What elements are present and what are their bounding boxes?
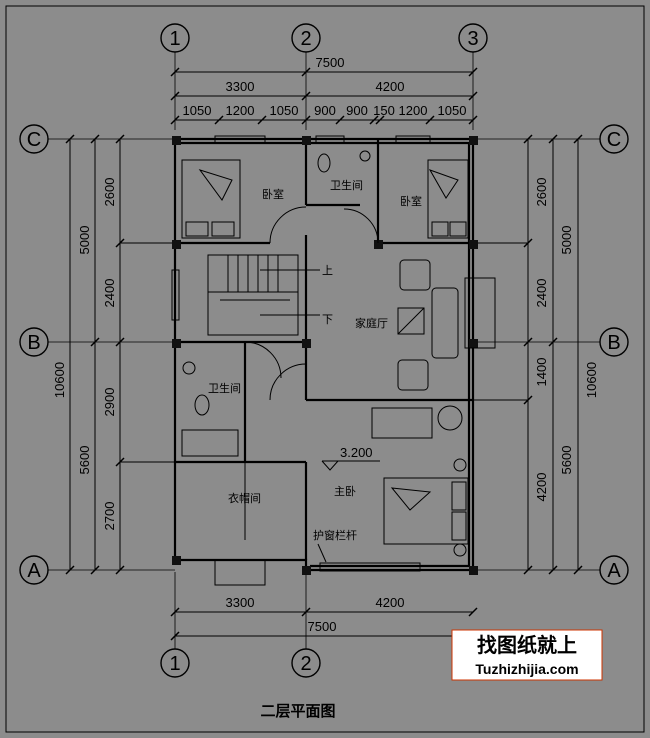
dim-top-900a: 900 xyxy=(314,103,336,118)
dim-top-3300: 3300 xyxy=(226,79,255,94)
railing-leader xyxy=(317,543,327,563)
dim-left-total: 10600 xyxy=(52,362,67,398)
watermark-site: Tuzhizhijia.com xyxy=(475,661,578,677)
stair-down-label: 下 xyxy=(322,313,333,326)
dim-right-2600: 2600 xyxy=(534,178,549,207)
dim-top-1200a: 1200 xyxy=(226,103,255,118)
axis-2-top: 2 xyxy=(300,28,311,50)
stair xyxy=(207,254,320,336)
axis-b-left: B xyxy=(27,332,40,354)
right-dimensions xyxy=(473,134,583,575)
elevation-marker xyxy=(321,460,380,471)
dim-top-1050a: 1050 xyxy=(183,103,212,118)
room-master-bedroom: 主卧 xyxy=(334,485,356,498)
doors xyxy=(244,206,379,401)
room-bathroom-mid: 卫生间 xyxy=(208,381,241,395)
dim-bottom-4200: 4200 xyxy=(376,595,405,610)
dim-top-900b: 900 xyxy=(346,103,368,118)
dim-left-2700: 2700 xyxy=(102,502,117,531)
dim-top-150: 150 xyxy=(373,103,395,118)
furniture xyxy=(181,150,469,557)
railing-label: 护窗栏杆 xyxy=(313,528,357,542)
dim-left-2400: 2400 xyxy=(102,279,117,308)
dim-total-width-top: 7500 xyxy=(316,55,345,70)
stair-up-label: 上 xyxy=(322,264,333,277)
top-dimensions xyxy=(170,67,478,125)
room-family-hall: 家庭厅 xyxy=(355,316,388,330)
dim-left-5000: 5000 xyxy=(77,226,92,255)
axis-a-right: A xyxy=(607,560,621,582)
axis-c-right: C xyxy=(607,129,621,151)
dim-total-width-bottom: 7500 xyxy=(308,619,337,634)
dim-right-1400: 1400 xyxy=(534,358,549,387)
room-bedroom-right: 卧室 xyxy=(400,194,422,208)
dim-top-1050b: 1050 xyxy=(270,103,299,118)
axis-lines xyxy=(48,52,600,649)
axis-1-bottom: 1 xyxy=(169,653,180,675)
dim-right-5000: 5000 xyxy=(559,226,574,255)
axis-2-bottom: 2 xyxy=(300,653,311,675)
dim-left-2600: 2600 xyxy=(102,178,117,207)
dim-right-total: 10600 xyxy=(584,362,599,398)
watermark-slogan: 找图纸就上 xyxy=(477,633,577,657)
axis-c-left: C xyxy=(27,129,41,151)
bottom-dimensions xyxy=(170,607,478,641)
drawing-border xyxy=(5,5,645,733)
dim-right-2400: 2400 xyxy=(534,279,549,308)
drawing-title: 二层平面图 xyxy=(260,702,335,720)
dim-bottom-3300: 3300 xyxy=(226,595,255,610)
room-bedroom-left: 卧室 xyxy=(262,187,284,201)
elevation-label: 3.200 xyxy=(340,445,373,460)
dim-right-5600: 5600 xyxy=(559,446,574,475)
axis-a-left: A xyxy=(27,560,41,582)
columns xyxy=(172,136,478,575)
dim-top-4200: 4200 xyxy=(376,79,405,94)
axis-b-right: B xyxy=(607,332,620,354)
dim-left-2900: 2900 xyxy=(102,388,117,417)
room-bathroom-top: 卫生间 xyxy=(330,178,363,192)
dim-top-1200b: 1200 xyxy=(399,103,428,118)
axis-1-top: 1 xyxy=(169,28,180,50)
axis-bubbles: 1 2 3 1 2 C B A C B A xyxy=(19,23,629,678)
dim-right-4200: 4200 xyxy=(534,473,549,502)
left-dimensions xyxy=(65,134,175,575)
watermark-badge: 找图纸就上 Tuzhizhijia.com xyxy=(451,629,603,681)
axis-3-top: 3 xyxy=(467,28,478,50)
dim-top-1050c: 1050 xyxy=(438,103,467,118)
room-wardrobe: 衣帽间 xyxy=(228,491,261,505)
windows xyxy=(171,135,496,586)
dim-left-5600: 5600 xyxy=(77,446,92,475)
